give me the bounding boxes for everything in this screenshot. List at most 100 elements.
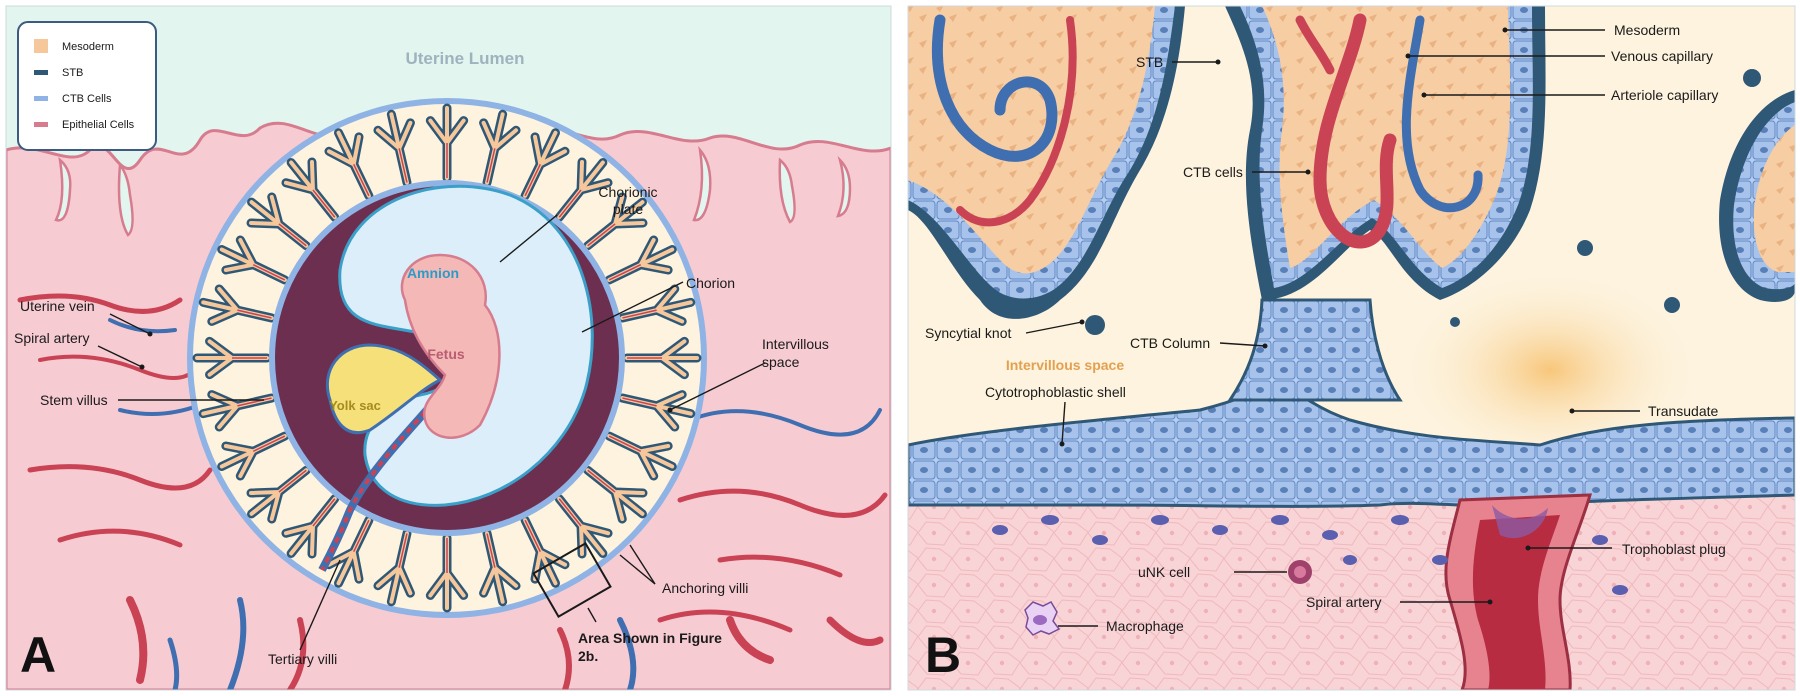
svg-text:CTB cells: CTB cells bbox=[1183, 164, 1243, 180]
callout-chorionic-plate: Chorionic plate bbox=[499, 184, 658, 263]
callout-cytotrophoblastic-shell: Cytotrophoblastic shell bbox=[985, 384, 1126, 447]
villus-vessel bbox=[622, 397, 657, 407]
villus-vessel bbox=[353, 519, 370, 553]
svg-text:Trophoblast plug: Trophoblast plug bbox=[1622, 541, 1726, 557]
svg-text:Uterine vein: Uterine vein bbox=[20, 298, 95, 314]
callout-area-shown: Area Shown in Figure 2b. bbox=[532, 541, 722, 664]
panel-letter-a: A bbox=[20, 627, 56, 683]
svg-text:Anchoring villi: Anchoring villi bbox=[662, 580, 748, 596]
villus-vessel bbox=[278, 469, 307, 493]
callout-spiral-artery-a: Spiral artery bbox=[14, 330, 145, 370]
villus-vessel bbox=[278, 223, 307, 247]
svg-text:Syncytial knot: Syncytial knot bbox=[925, 325, 1011, 341]
legend-label: Epithelial Cells bbox=[62, 119, 135, 131]
callout-stb: STB bbox=[1136, 54, 1221, 70]
villus-vessel bbox=[398, 148, 408, 183]
label-yolk-sac: Yolk sac bbox=[329, 398, 381, 413]
callout-transudate: Transudate bbox=[1569, 403, 1719, 419]
ctb-column bbox=[1227, 298, 1403, 402]
svg-text:Intervillous: Intervillous bbox=[762, 336, 829, 352]
villus-vessel bbox=[587, 223, 616, 247]
legend-label: STB bbox=[62, 67, 83, 79]
villus-vessel bbox=[608, 264, 642, 281]
villus-vessel bbox=[608, 435, 642, 452]
svg-text:Cytotrophoblastic shell: Cytotrophoblastic shell bbox=[985, 384, 1126, 400]
legend-swatch bbox=[34, 39, 48, 53]
label-uterine-lumen: Uterine Lumen bbox=[405, 49, 524, 68]
svg-text:Venous capillary: Venous capillary bbox=[1611, 48, 1713, 64]
svg-text:Chorionic: Chorionic bbox=[598, 184, 657, 200]
villus-vessel bbox=[524, 519, 541, 553]
callout-trophoblast-plug: Trophoblast plug bbox=[1525, 541, 1726, 557]
yolk-sac bbox=[325, 343, 443, 435]
svg-text:Chorion: Chorion bbox=[686, 275, 735, 291]
villus-vessel bbox=[622, 309, 657, 319]
panel-b-border bbox=[907, 5, 1796, 691]
legend-box bbox=[17, 21, 157, 151]
svg-text:Transudate: Transudate bbox=[1648, 403, 1719, 419]
decidual-ctb-cells bbox=[992, 515, 1628, 595]
villus-vessel bbox=[558, 498, 582, 527]
callout-spiral-artery-b: Spiral artery bbox=[1306, 594, 1493, 610]
syncytial-knots bbox=[967, 69, 1761, 335]
trophoblast-plug bbox=[1492, 505, 1548, 539]
villus-vessel bbox=[558, 189, 582, 218]
svg-text:Spiral artery: Spiral artery bbox=[1306, 594, 1381, 610]
svg-text:Spiral artery: Spiral artery bbox=[14, 330, 89, 346]
villus-vessel bbox=[237, 397, 272, 407]
callout-arteriole-capillary: Arteriole capillary bbox=[1421, 87, 1718, 103]
svg-text:STB: STB bbox=[1136, 54, 1163, 70]
unk-cell bbox=[1288, 560, 1312, 584]
callout-intervillous-space: Intervillous space bbox=[667, 336, 829, 413]
callout-ctb-cells: CTB cells bbox=[1183, 164, 1311, 180]
macrophage bbox=[1024, 601, 1061, 636]
panel-a: Uterine Lumen Amnion Fetus Yolk sac Chor… bbox=[6, 6, 891, 690]
villus-vessel bbox=[312, 189, 336, 218]
svg-text:2b.: 2b. bbox=[578, 648, 598, 664]
svg-text:Arteriole capillary: Arteriole capillary bbox=[1611, 87, 1718, 103]
svg-text:Stem villus: Stem villus bbox=[40, 392, 108, 408]
villi bbox=[192, 103, 702, 613]
callout-venous-capillary: Venous capillary bbox=[1405, 48, 1713, 64]
uterine-vessels bbox=[17, 293, 888, 690]
callout-unk-cell: uNK cell bbox=[1138, 564, 1287, 580]
svg-text:Macrophage: Macrophage bbox=[1106, 618, 1184, 634]
callout-stem-villus: Stem villus bbox=[40, 392, 264, 408]
svg-text:Tertiary villi: Tertiary villi bbox=[268, 651, 337, 667]
villus-vessel bbox=[237, 309, 272, 319]
svg-text:plate: plate bbox=[613, 201, 644, 217]
callout-mesoderm: Mesoderm bbox=[1502, 22, 1680, 38]
label-amnion: Amnion bbox=[407, 265, 459, 281]
villus-vessel bbox=[398, 533, 408, 568]
panel-a-border bbox=[5, 5, 892, 691]
label-fetus: Fetus bbox=[427, 346, 465, 362]
callout-chorion: Chorion bbox=[581, 275, 735, 333]
svg-text:Mesoderm: Mesoderm bbox=[1614, 22, 1680, 38]
villus-vessel bbox=[252, 264, 286, 281]
villus-vessel bbox=[486, 533, 496, 568]
fetus bbox=[400, 253, 501, 439]
callout-anchoring-villi: Anchoring villi bbox=[619, 544, 748, 596]
legend-label: Mesoderm bbox=[62, 41, 114, 53]
callout-syncytial-knot: Syncytial knot bbox=[925, 319, 1085, 341]
uterine-glands bbox=[54, 145, 852, 237]
panel-letter-b: B bbox=[925, 627, 961, 683]
legend-label: CTB Cells bbox=[62, 93, 112, 105]
villus-vessel bbox=[252, 435, 286, 452]
svg-text:Area Shown in Figure: Area Shown in Figure bbox=[578, 630, 722, 646]
callout-uterine-vein: Uterine vein bbox=[20, 298, 153, 337]
label-intervillous-space: Intervillous space bbox=[1006, 357, 1124, 373]
villus-vessel bbox=[353, 163, 370, 197]
villus-vessel bbox=[486, 148, 496, 183]
villus-vessel bbox=[312, 498, 336, 527]
legend-swatch bbox=[34, 96, 48, 101]
svg-text:uNK cell: uNK cell bbox=[1138, 564, 1190, 580]
svg-text:space: space bbox=[762, 354, 800, 370]
callout-ctb-column: CTB Column bbox=[1130, 335, 1268, 351]
villus-vessel bbox=[587, 469, 616, 493]
legend-swatch bbox=[34, 122, 48, 127]
transudate-glow bbox=[1400, 270, 1700, 470]
svg-text:CTB Column: CTB Column bbox=[1130, 335, 1210, 351]
